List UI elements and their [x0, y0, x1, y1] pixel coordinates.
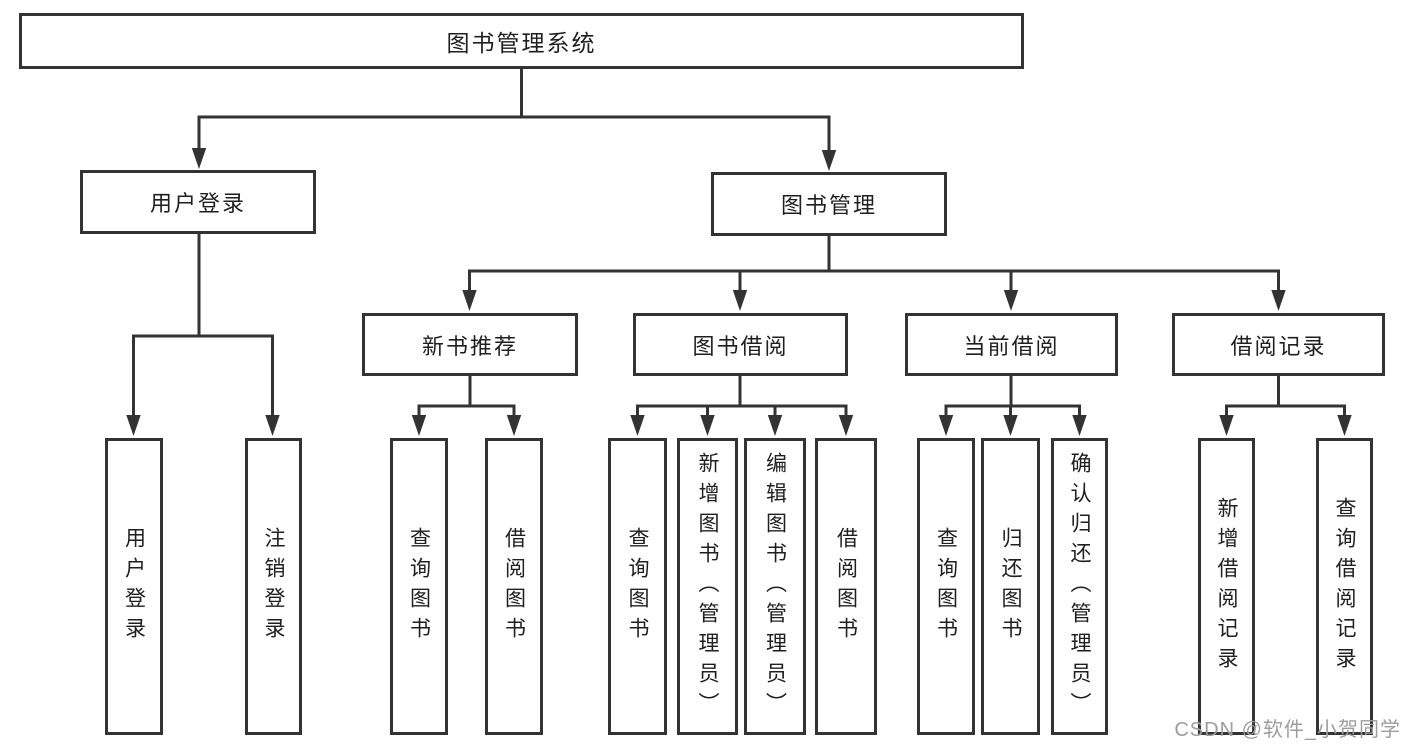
- leaf-user-login-label: 用户登录: [122, 526, 146, 647]
- connector-root: [191, 69, 837, 171]
- leaf-newbooks-query: 查询图书: [390, 438, 448, 735]
- node-book-borrow-label: 图书借阅: [692, 333, 789, 359]
- leaf-current-confirm-admin-label: 确认归还（管理员）: [1068, 451, 1092, 722]
- leaf-records-add: 新增借阅记录: [1198, 438, 1255, 735]
- leaf-borrow-borrow-label: 借阅图书: [834, 526, 858, 647]
- node-current-borrow-label: 当前借阅: [963, 333, 1060, 359]
- leaf-current-return-label: 归还图书: [999, 526, 1023, 647]
- leaf-records-query: 查询借阅记录: [1316, 438, 1373, 735]
- leaf-records-add-label: 新增借阅记录: [1215, 496, 1239, 677]
- node-root: 图书管理系统: [19, 13, 1024, 69]
- leaf-logout-login: 注销登录: [245, 438, 302, 735]
- node-book-mgmt-label: 图书管理: [780, 193, 877, 218]
- leaf-current-query: 查询图书: [917, 438, 975, 735]
- node-borrow-records: 借阅记录: [1172, 313, 1385, 376]
- leaf-user-login: 用户登录: [105, 438, 163, 735]
- csdn-watermark: CSDN @软件_小贺同学: [1174, 719, 1401, 741]
- connector-current-borrow: [938, 376, 1087, 436]
- leaf-borrow-query-label: 查询图书: [626, 526, 650, 647]
- leaf-current-confirm-admin: 确认归还（管理员）: [1051, 438, 1108, 735]
- connector-user-login: [126, 234, 280, 436]
- leaf-current-return: 归还图书: [981, 438, 1040, 735]
- node-root-label: 图书管理系统: [446, 30, 597, 56]
- node-new-books-label: 新书推荐: [421, 333, 518, 359]
- node-borrow-records-label: 借阅记录: [1230, 333, 1327, 359]
- connector-book-mgmt: [462, 236, 1286, 311]
- leaf-borrow-add-admin-label: 新增图书（管理员）: [696, 451, 720, 722]
- leaf-records-query-label: 查询借阅记录: [1333, 496, 1357, 677]
- leaf-borrow-edit-admin: 编辑图书（管理员）: [744, 438, 806, 735]
- connector-borrow-records: [1219, 376, 1352, 436]
- connector-book-borrow: [630, 376, 854, 436]
- leaf-borrow-edit-admin-label: 编辑图书（管理员）: [763, 451, 787, 722]
- node-user-login-label: 用户登录: [149, 191, 246, 216]
- node-book-mgmt: 图书管理: [711, 172, 947, 236]
- leaf-logout-login-label: 注销登录: [262, 526, 286, 647]
- connector-new-books: [411, 376, 522, 436]
- node-user-login: 用户登录: [80, 170, 316, 234]
- leaf-newbooks-query-label: 查询图书: [407, 526, 431, 647]
- node-new-books: 新书推荐: [362, 313, 578, 376]
- leaf-newbooks-borrow-label: 借阅图书: [502, 526, 526, 647]
- node-current-borrow: 当前借阅: [905, 313, 1118, 376]
- leaf-borrow-borrow: 借阅图书: [815, 438, 877, 735]
- leaf-current-query-label: 查询图书: [934, 526, 958, 647]
- leaf-borrow-query: 查询图书: [608, 438, 667, 735]
- leaf-borrow-add-admin: 新增图书（管理员）: [677, 438, 738, 735]
- node-book-borrow: 图书借阅: [633, 313, 848, 376]
- leaf-newbooks-borrow: 借阅图书: [485, 438, 543, 735]
